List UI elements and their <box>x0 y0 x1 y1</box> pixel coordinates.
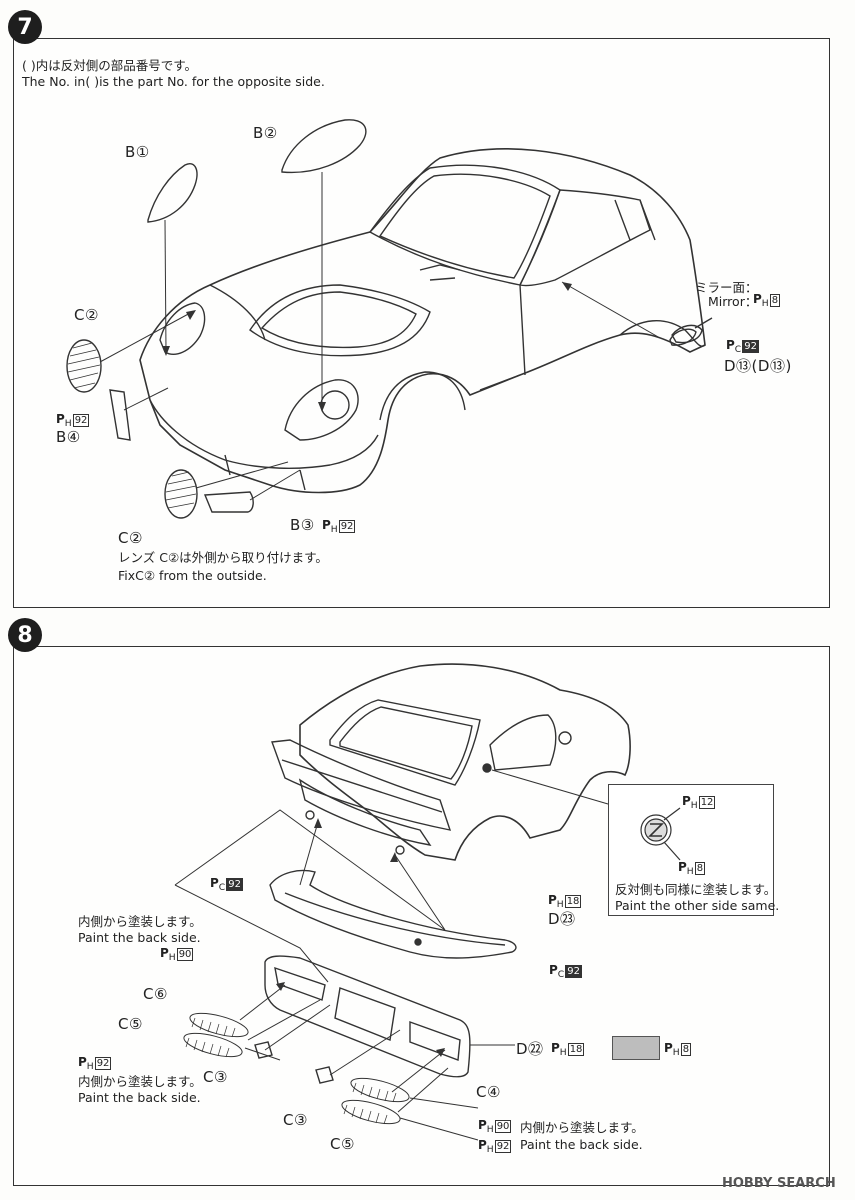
label-b2: B② <box>253 124 278 142</box>
label-d13: D⑬(D⑬) <box>724 357 792 375</box>
lens-note-en: FixC② from the outside. <box>118 568 267 583</box>
mirror-label-en: Mirror： <box>708 294 758 309</box>
label-c3-bottom: C③ <box>283 1111 308 1129</box>
label-d22: D㉒ <box>516 1040 544 1058</box>
watermark: HOBBY SEARCH <box>722 1176 836 1191</box>
label-c2-bottom: C② <box>118 529 143 547</box>
step7-badge: 7 <box>8 10 42 44</box>
label-c2-left: C② <box>74 306 99 324</box>
lens-note-jp: レンズ C②は外側から取り付けます。 <box>118 550 328 565</box>
label-b4: B④ <box>56 428 81 446</box>
step7-car-drawing <box>66 119 713 519</box>
step8-badge: 8 <box>8 618 42 652</box>
back-note2-en: Paint the back side. <box>78 1090 201 1105</box>
step7-note-en: The No. in( )is the part No. for the opp… <box>22 74 325 89</box>
label-b3: B③ <box>290 516 315 534</box>
step7-panel <box>13 38 830 608</box>
mirror-label-jp: ミラー面： <box>695 280 758 295</box>
paint-swatch <box>612 1036 660 1060</box>
back-note3-en: Paint the back side. <box>520 1137 643 1152</box>
back-note1-jp: 内側から塗装します。 <box>78 914 202 929</box>
label-c4: C④ <box>476 1083 501 1101</box>
emblem-note-en: Paint the other side same. <box>615 898 780 913</box>
back-note3-jp: 内側から塗装します。 <box>520 1120 644 1135</box>
label-b1: B① <box>125 143 150 161</box>
emblem-note-jp: 反対側も同様に塗装します。 <box>615 882 777 897</box>
label-c3-left: C③ <box>203 1068 228 1086</box>
step8-panel <box>13 646 830 1186</box>
emblem-note-box <box>608 784 774 916</box>
label-c6: C⑥ <box>143 985 168 1003</box>
back-note1-en: Paint the back side. <box>78 930 201 945</box>
step7-note-jp: ( )内は反対側の部品番号です。 <box>22 58 197 73</box>
back-note2-jp: 内側から塗装します。 <box>78 1074 202 1089</box>
label-d23: D㉓ <box>548 910 576 928</box>
label-c5-bottom: C⑤ <box>330 1135 355 1153</box>
label-c5-left: C⑤ <box>118 1015 143 1033</box>
